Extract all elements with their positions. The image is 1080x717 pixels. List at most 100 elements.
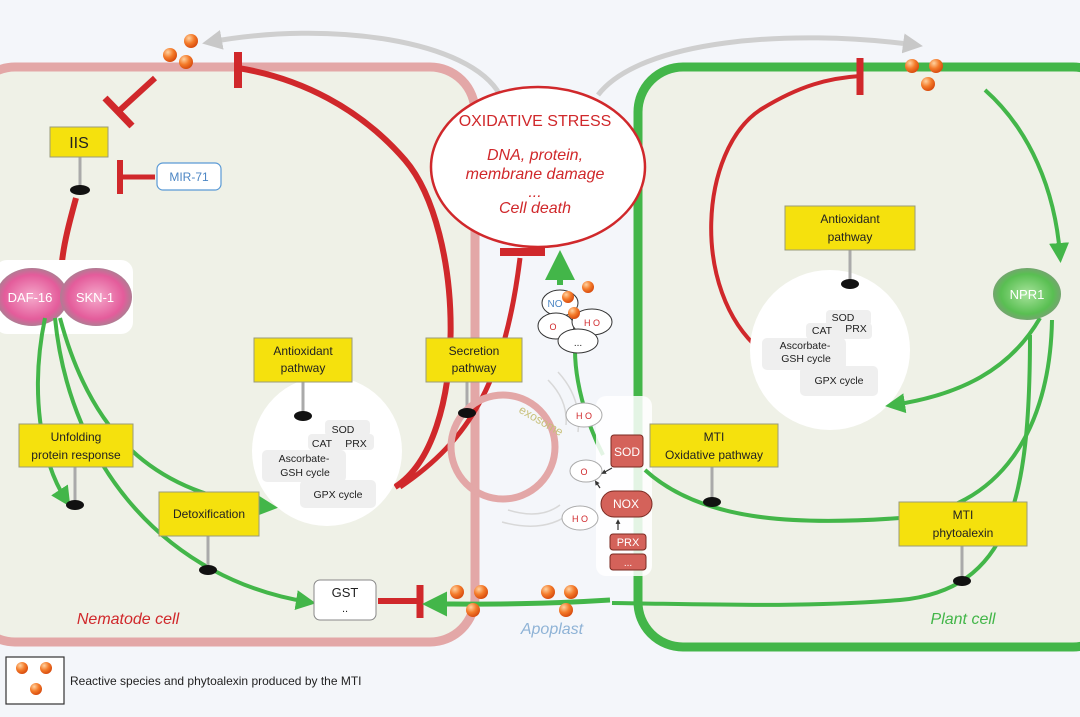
mti-ox-l2: Oxidative pathway [665,448,763,462]
sod-to-o2-arrow [601,467,613,474]
nem-antioxidant-l1: Antioxidant [273,344,333,358]
grey-arrow-to-plant [596,33,923,97]
grey-arrow-to-nematode [202,30,503,97]
gst-box [313,579,377,621]
secretion-l2: pathway [452,361,497,375]
plant-prx-label: PRX [845,323,867,335]
unfolding-receptor [66,500,84,510]
plant-asc2-label: GSH cycle [781,353,831,365]
h2o2-species-bottom [561,505,599,531]
mti-phyto-l1: MTI [953,508,974,522]
ros-cluster-top-left [163,34,198,69]
apoplast-label: Apoplast [520,621,584,638]
mir71-label: MIR-71 [169,170,209,184]
mti-phyto-l2: phytoalexin [933,526,994,540]
nem-sod-label: SOD [332,424,355,436]
plant-asc-box [762,338,846,370]
skn1-label: SKN-1 [76,290,114,305]
daf16-label: DAF-16 [8,290,53,305]
stress-line2: membrane damage [466,166,605,183]
plant-cat-label: CAT [812,325,833,337]
iis-receptor [70,185,90,195]
plant-cat-prx-box [806,323,872,339]
membrane-sod [610,434,644,468]
ros-more-label: ... [574,338,582,349]
legend-ros-icon [16,662,52,695]
stress-line4: Cell death [499,200,571,217]
plant-antioxidant-inhibition [709,74,861,352]
skn-to-gst-arrow [53,317,316,610]
mti-ox-l1: MTI [704,430,725,444]
stress-line1: DNA, protein, [487,147,583,164]
nem-asc2-label: GSH cycle [280,467,330,479]
iis-label: IIS [69,135,89,152]
nem-antioxidant-l2: pathway [281,361,326,375]
unfolding-l1: Unfolding [51,430,102,444]
plant-cell-label: Plant cell [931,611,996,628]
ros-to-npr1-arrow [983,88,1070,263]
h2o2-top-label: H O [576,411,592,421]
plant-gpx-label: GPX cycle [814,375,863,387]
membrane-more-label: ... [624,558,632,569]
iis-box [49,126,109,158]
plant-sod-label: SOD [832,312,855,324]
detox-label: Detoxification [173,507,245,521]
nem-asc-box [262,450,346,482]
unfolding-box [18,423,134,468]
membrane-more [609,553,647,571]
nematode-cell-label: Nematode cell [77,611,180,628]
plant-gpx-box [800,366,878,396]
npr1-to-antioxidant-arrow [885,316,1042,414]
npr1-label: NPR1 [1010,287,1045,302]
ros-o2-label: O [549,322,556,332]
nox-to-o2-arrow [594,480,601,489]
skn1-node [60,268,132,326]
secretion-receptor [458,408,476,418]
plant-antioxidant-l1: Antioxidant [820,212,880,226]
daf16-node [0,268,68,326]
ros-inhibits-iis [117,75,158,113]
membrane-nox-label: NOX [613,497,639,511]
nem-prx-label: PRX [345,438,367,450]
membrane-sod-label: SOD [614,445,640,459]
ros-no-label: NO [548,299,563,310]
membrane-prx [609,533,647,551]
h2o2-species-top [565,402,603,428]
plant-antioxidant-box [784,205,916,251]
inhibit-bar-iis [102,95,135,129]
membrane-nox [600,490,653,518]
phytoalexin-path [611,334,1032,607]
ros-more [557,328,599,354]
mir71-box [156,162,222,191]
plant-sod-box [826,310,871,326]
phytoalexin-arrow [422,591,611,617]
o2-label: O [580,467,587,477]
oxidative-stress-ellipse [429,85,647,249]
nem-sod-box [325,420,370,436]
gst-dots: .. [342,603,348,615]
ros-cluster-top-right [905,59,943,91]
nem-gpx-label: GPX cycle [313,489,362,501]
exosome [447,391,559,503]
legend-text: Reactive species and phytoalexin produce… [70,674,362,688]
detox-receptor [199,565,217,575]
detox-box [158,491,260,537]
exosome-wave-3 [507,504,561,515]
nem-cat-prx-box [308,434,374,450]
stress-line3: ... [528,184,541,201]
ros-h2o2-label: H O [584,318,600,328]
iis-inhibits-daf16 [59,197,79,263]
plant-antiox-receptor [841,279,859,289]
exosome-wave-1 [547,379,567,426]
ros-cluster-apoplast-b [541,585,578,617]
nematode-antioxidant-inhibition [237,65,454,490]
plant-asc1-label: Ascorbate- [780,340,831,352]
mti-phyto-receptor [953,576,971,586]
nem-asc1-label: Ascorbate- [279,453,330,465]
nem-cat-label: CAT [312,438,333,450]
secretion-l1: Secretion [449,344,500,358]
mti-oxidative-box [649,423,779,468]
mti-ox-receptor [703,497,721,507]
gst-label: GST [332,585,359,600]
